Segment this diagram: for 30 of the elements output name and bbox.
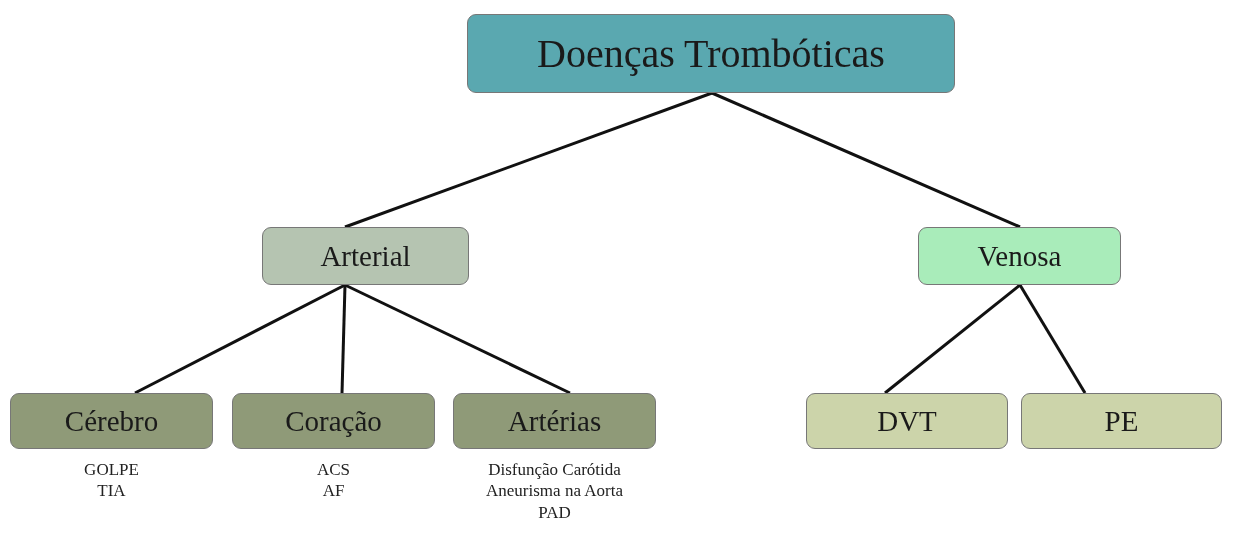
category-box: [1021, 393, 1222, 449]
node-label: Doenças Trombóticas: [537, 30, 885, 77]
connector-line: [340, 284, 347, 394]
node-label: PE: [1104, 404, 1139, 438]
node-label: DVT: [877, 404, 937, 438]
category-box: [232, 393, 435, 449]
node-label: Arterial: [320, 239, 411, 273]
category-box: [10, 393, 213, 449]
annotation-text: AF: [321, 480, 346, 502]
connector-line: [884, 283, 1021, 395]
annotation-text: GOLPE: [83, 459, 140, 481]
node-label: Cérebro: [64, 404, 159, 438]
category-box: [262, 227, 469, 285]
connector-line: [711, 91, 1021, 229]
annotation-text: Aneurisma na Aorta: [485, 480, 624, 502]
category-box: [453, 393, 656, 449]
category-box: [806, 393, 1008, 449]
annotation-text: ACS: [315, 459, 352, 481]
node-label: Artérias: [507, 404, 602, 438]
connector-line: [344, 283, 571, 395]
annotation-text: TIA: [96, 480, 127, 502]
node-label: Venosa: [977, 239, 1062, 273]
category-box: [918, 227, 1121, 285]
annotation-text: PAD: [537, 501, 572, 523]
node-label: Coração: [285, 404, 382, 438]
category-box: [467, 14, 955, 93]
connector-line: [1018, 284, 1087, 394]
connector-line: [344, 91, 713, 229]
annotation-text: Disfunção Carótida: [487, 459, 622, 481]
connector-line: [134, 283, 346, 395]
